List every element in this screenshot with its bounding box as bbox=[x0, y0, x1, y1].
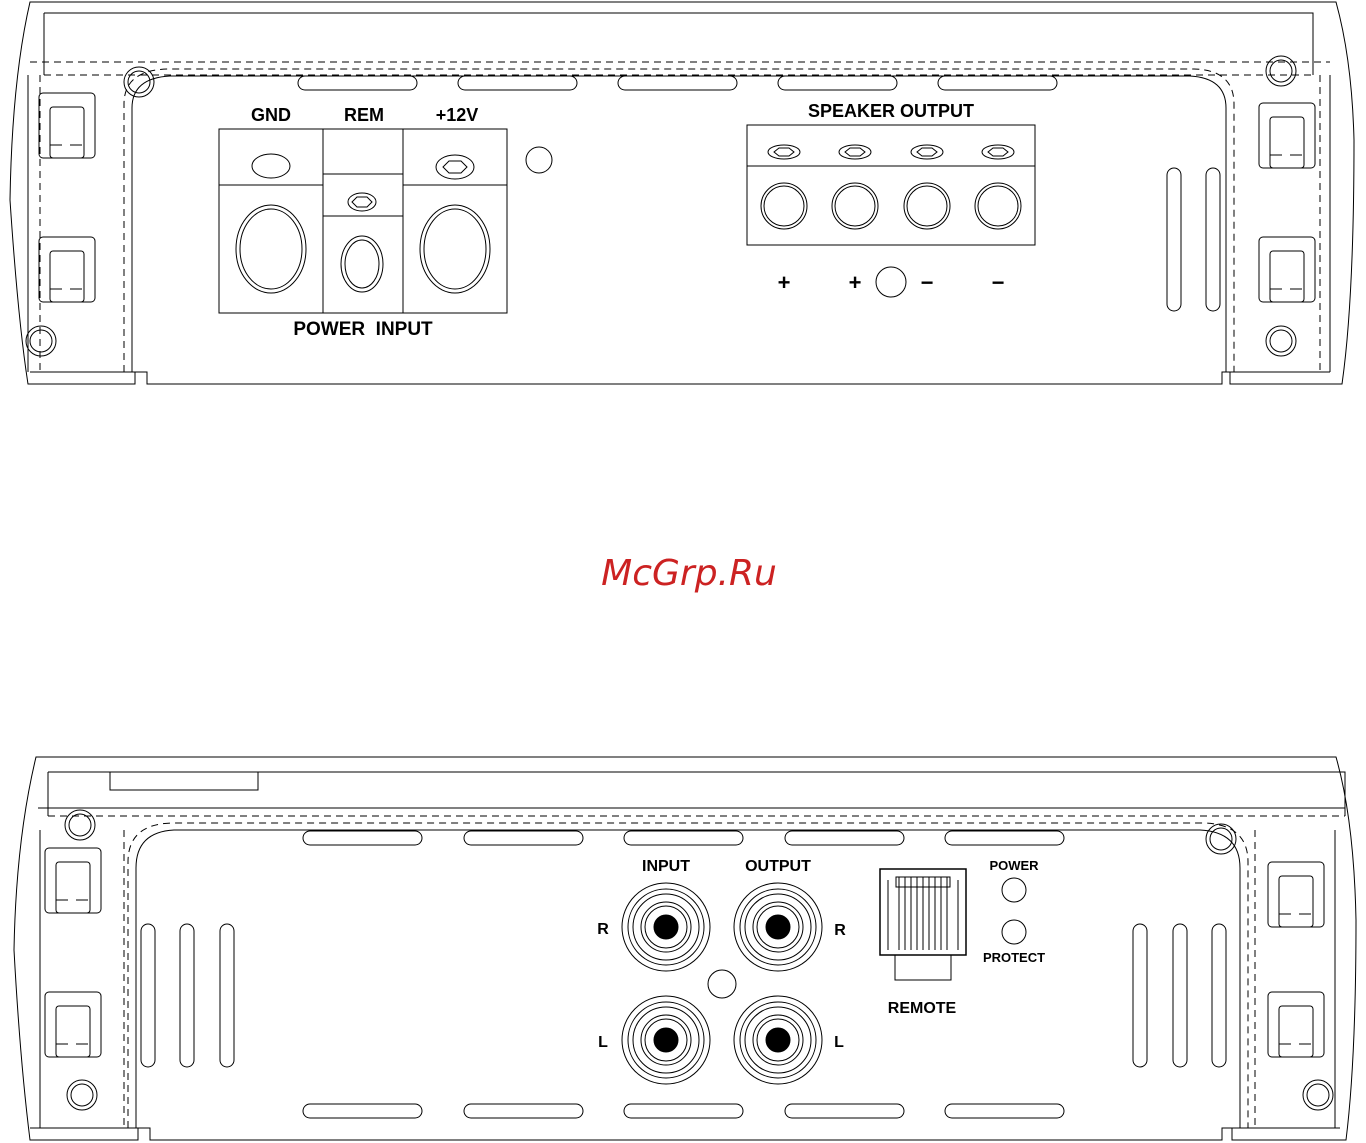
remote-label: REMOTE bbox=[888, 1000, 957, 1017]
power-input-terminal-block bbox=[219, 129, 507, 313]
speaker-polarity-1: + bbox=[778, 270, 791, 295]
rca-input-right-jack bbox=[622, 883, 710, 971]
output-right-label: R bbox=[834, 922, 846, 939]
speaker-polarity-4: − bbox=[992, 270, 1005, 295]
rca-mounting-hole bbox=[708, 970, 736, 998]
rca-output-right-jack bbox=[734, 883, 822, 971]
output-left-label: L bbox=[834, 1034, 844, 1051]
input-label: INPUT bbox=[642, 858, 690, 875]
mounting-hole bbox=[526, 147, 552, 173]
gnd-label: GND bbox=[251, 105, 291, 125]
remote-jack bbox=[880, 869, 966, 980]
rca-input-left-jack bbox=[622, 996, 710, 1084]
speaker-polarity-3: − bbox=[921, 270, 934, 295]
speaker-output-terminal-block bbox=[747, 125, 1035, 245]
watermark-text: McGrp.Ru bbox=[601, 553, 777, 594]
protect-led-label: PROTECT bbox=[983, 950, 1045, 965]
speaker-mounting-hole bbox=[876, 267, 906, 297]
speaker-output-label: SPEAKER OUTPUT bbox=[808, 101, 974, 121]
power-input-label: POWER INPUT bbox=[293, 319, 433, 340]
power-led-label: POWER bbox=[989, 858, 1039, 873]
plus12v-label: +12V bbox=[436, 105, 479, 125]
protect-led bbox=[1002, 920, 1026, 944]
power-led bbox=[1002, 878, 1026, 902]
input-left-label: L bbox=[598, 1034, 608, 1051]
rem-label: REM bbox=[344, 105, 384, 125]
output-label: OUTPUT bbox=[745, 858, 811, 875]
top-panel bbox=[10, 2, 1354, 384]
rca-output-left-jack bbox=[734, 996, 822, 1084]
input-right-label: R bbox=[597, 921, 609, 938]
bottom-panel bbox=[14, 757, 1356, 1140]
speaker-polarity-2: + bbox=[849, 270, 862, 295]
